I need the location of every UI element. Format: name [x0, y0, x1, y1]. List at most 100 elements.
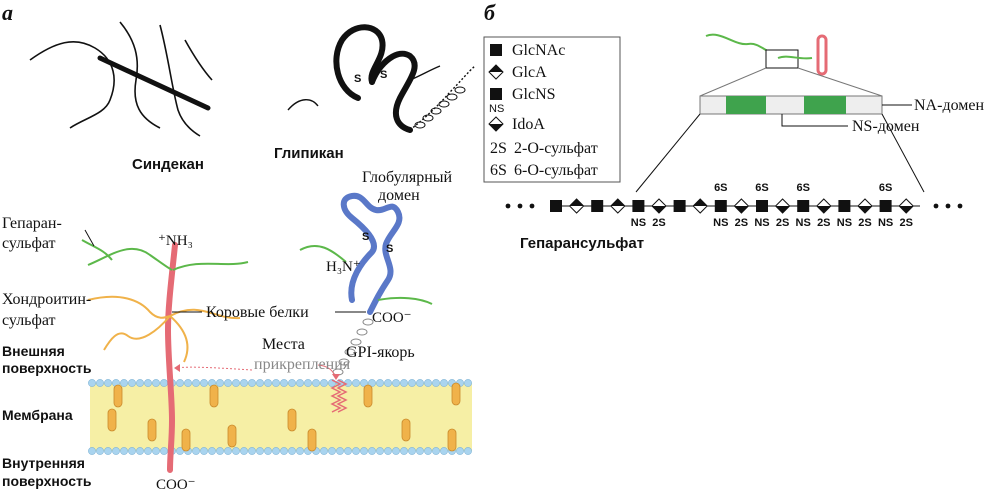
inner-surface-label-2: поверхность — [2, 473, 92, 489]
lipid-head — [144, 447, 152, 455]
legend-code: 6S — [490, 162, 507, 179]
legend-row: IdoA — [488, 116, 545, 133]
membrane-bilayer — [88, 379, 472, 455]
lipid-head — [368, 379, 376, 387]
square-symbol — [490, 88, 502, 100]
square-symbol — [714, 200, 727, 212]
lipid-head — [136, 447, 144, 455]
legend-label: GlcNAc — [512, 42, 565, 59]
heparan-sulfate-label-1: Гепаран- — [2, 215, 62, 232]
lipid-head — [432, 379, 440, 387]
chain-dot — [957, 203, 963, 209]
monomer-label-below: 2S — [817, 217, 830, 229]
diamond-bottom-half — [899, 206, 914, 213]
lipid-head — [288, 447, 296, 455]
diamond-top-half — [569, 199, 584, 206]
lipid-head — [440, 379, 448, 387]
membrane-protein — [287, 408, 297, 432]
na-domain-label: NA-домен — [914, 97, 985, 114]
lipid-head — [464, 447, 472, 455]
lipid-head — [392, 447, 400, 455]
lipid-head — [216, 447, 224, 455]
lipid-head — [240, 379, 248, 387]
monomer-label-below: 2S — [776, 217, 789, 229]
core-proteins-label: Коровые белки — [206, 304, 309, 321]
glypican-disulfide-s2: S — [380, 69, 387, 81]
ns-domain-leader — [781, 114, 848, 127]
heparan-sulfate-chains — [81, 239, 249, 271]
monomer-label-below: NS — [713, 217, 728, 229]
membrane-protein — [209, 384, 219, 408]
lipid-head — [176, 447, 184, 455]
legend-label: 6-O-сульфат — [514, 162, 598, 179]
diamond-bottom-half — [489, 124, 503, 131]
chain-monomer: 2S — [857, 198, 873, 229]
lipid-head — [96, 379, 104, 387]
chain-monomer: 6S NS — [713, 182, 728, 229]
lipid-head — [248, 379, 256, 387]
lipid-head — [104, 447, 112, 455]
syndecan-label: Синдекан — [132, 156, 204, 173]
lipid-head — [264, 379, 272, 387]
lipid-head — [320, 447, 328, 455]
lipid-head — [344, 447, 352, 455]
membrane-protein — [447, 428, 457, 452]
monomer-label-below: NS — [754, 217, 769, 229]
lipid-head — [232, 447, 240, 455]
membrane-protein — [401, 418, 411, 442]
chain-monomer: 6S NS — [796, 182, 811, 229]
lipid-head — [304, 379, 312, 387]
lipid-head — [88, 379, 96, 387]
lipid-head — [296, 379, 304, 387]
lipid-head — [280, 379, 288, 387]
lipid-head — [112, 447, 120, 455]
lipid-head — [120, 379, 128, 387]
monomer-label-above: 6S — [796, 182, 809, 194]
lipid-head — [416, 379, 424, 387]
heparan-sulfate-overview — [699, 33, 883, 97]
square-symbol — [632, 200, 645, 212]
monomer-label-below: NS — [837, 217, 852, 229]
chain-dots-left — [505, 203, 535, 209]
membrane-protein — [451, 382, 461, 406]
attachment-sites-label-1: Места — [262, 336, 305, 353]
lipid-head — [408, 379, 416, 387]
legend-row: 6S 6-O-сульфат — [490, 162, 598, 179]
lipid-head — [456, 447, 464, 455]
chain-dot — [945, 203, 951, 209]
chain-monomer: 2S — [651, 198, 667, 229]
diamond-bottom-half — [858, 206, 872, 213]
lipid-head — [336, 447, 344, 455]
monomer-label-above: 6S — [714, 182, 727, 194]
lipid-head — [192, 447, 200, 455]
chain-dot — [505, 203, 511, 209]
monomer-label-below: NS — [796, 217, 811, 229]
lipid-head — [256, 447, 264, 455]
monomer-label-below: NS — [631, 217, 646, 229]
membrane-protein — [113, 384, 123, 408]
lipid-head — [328, 447, 336, 455]
lipid-head — [360, 447, 368, 455]
gpi-core-protein — [340, 192, 403, 315]
chain-monomer — [673, 200, 686, 212]
legend-label: IdoA — [512, 116, 545, 133]
legend-label: GlcNS — [512, 86, 556, 103]
lipid-head — [160, 447, 168, 455]
chain-monomer: 2S — [898, 198, 914, 229]
chain-monomer — [610, 198, 626, 214]
chain-monomer — [550, 200, 562, 212]
lipid-head — [136, 379, 144, 387]
lipid-head — [384, 379, 392, 387]
membrane-protein — [107, 408, 117, 432]
chain-monomer — [692, 198, 708, 214]
legend-row: GlcNAc — [490, 42, 565, 59]
lipid-head — [408, 447, 416, 455]
attachment-sites-label-2: прикрепления — [254, 356, 351, 373]
lipid-head — [232, 379, 240, 387]
diamond-top-half — [489, 65, 503, 72]
membrane-protein — [181, 428, 191, 452]
monomer-label-above: 6S — [755, 182, 768, 194]
